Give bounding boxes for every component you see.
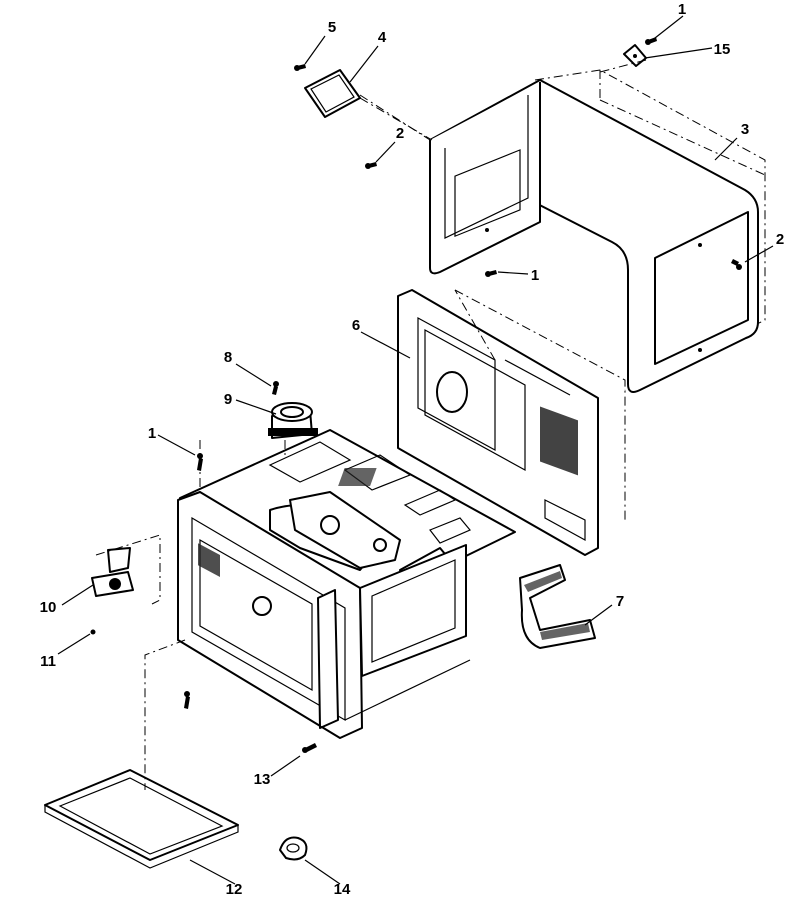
callout-1-mid: 1 <box>531 267 539 284</box>
latch-part-10 <box>91 534 161 605</box>
callout-6: 6 <box>352 317 360 334</box>
callout-9: 9 <box>224 391 232 408</box>
duct-part-7 <box>519 564 596 649</box>
vent-grid <box>540 406 578 476</box>
leader-lines <box>57 15 774 885</box>
gasket-part-4 <box>304 69 361 118</box>
callout-2-right: 2 <box>776 231 784 248</box>
bracket-part-15 <box>623 44 647 67</box>
callout-15: 15 <box>714 41 731 58</box>
outer-cabinet <box>429 69 766 393</box>
callout-13: 13 <box>254 771 271 788</box>
callout-11: 11 <box>40 653 56 670</box>
back-panel <box>397 289 626 556</box>
assembly-guides <box>144 94 496 790</box>
callout-7: 7 <box>616 593 624 610</box>
callout-4: 4 <box>378 29 387 46</box>
callout-8: 8 <box>224 349 232 366</box>
callout-10: 10 <box>40 599 57 616</box>
callout-12: 12 <box>226 881 243 898</box>
knob-part-14 <box>279 836 308 861</box>
callout-2-upper: 2 <box>396 125 404 142</box>
screw-parts <box>90 37 742 753</box>
callout-3: 3 <box>741 121 749 138</box>
motor-part-9 <box>268 402 318 439</box>
callout-1-top: 1 <box>678 1 686 18</box>
callout-1-left: 1 <box>148 425 156 442</box>
callout-5: 5 <box>328 19 336 36</box>
callout-14: 14 <box>334 881 351 898</box>
callout-labels: 1 15 5 4 2 3 2 1 6 8 9 1 10 11 7 13 12 1… <box>40 1 785 898</box>
chassis-frame <box>177 429 516 739</box>
tray-part-12 <box>44 769 239 869</box>
